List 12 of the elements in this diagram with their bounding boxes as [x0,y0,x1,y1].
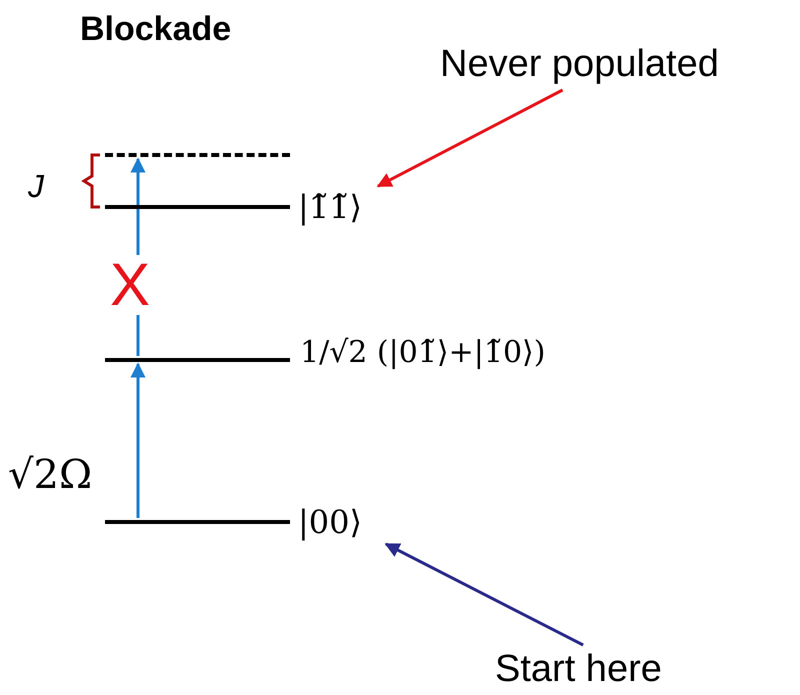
state-label: 1/√2 (|01̃⟩+|1̃0⟩) [300,335,546,370]
dashed-energy-level [105,151,290,159]
arrow [384,542,584,646]
note-text: Never populated [440,38,785,90]
arrow [130,362,146,518]
state-label: |00⟩ [298,500,388,544]
coupling-label: J [28,168,44,205]
state-label: |1̃1̃⟩ [298,186,378,228]
title: Blockade [80,10,232,49]
arrow [376,88,564,188]
note-text: Start here [495,645,765,693]
edge-label: √2Ω [8,452,92,498]
